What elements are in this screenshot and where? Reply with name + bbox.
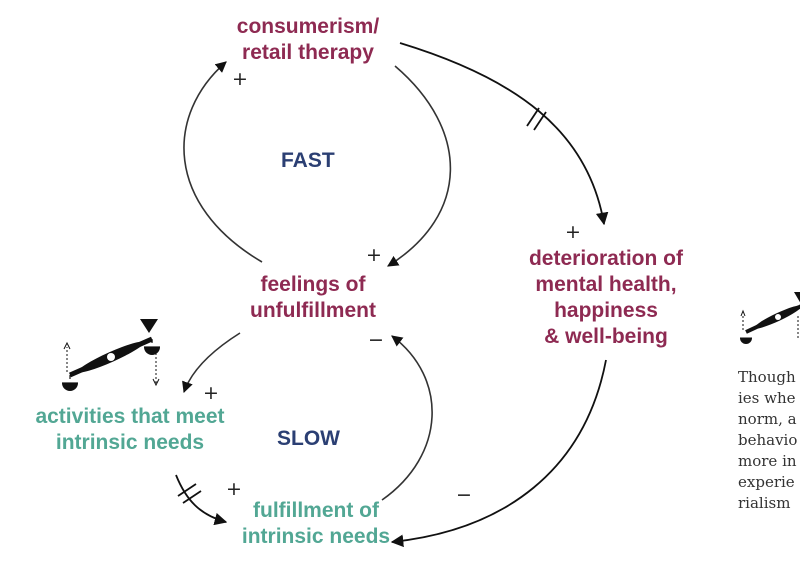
sign-unfulfillment-to-activities: + bbox=[203, 382, 219, 404]
node-line: intrinsic needs bbox=[241, 525, 391, 548]
node-line: fulfillment of bbox=[253, 499, 379, 522]
node-consumerism: consumerism/ retail therapy bbox=[212, 14, 404, 66]
delay-mark bbox=[177, 483, 202, 504]
node-line: & well-being bbox=[544, 325, 668, 348]
link-unfulfillment-to-consumerism bbox=[183, 61, 263, 263]
link-consumerism-to-deterioration bbox=[399, 42, 609, 226]
delay-mark bbox=[526, 107, 547, 131]
node-line: unfulfillment bbox=[250, 299, 376, 322]
node-unfulfillment: feelings of unfulfillment bbox=[228, 272, 398, 324]
link-activities-to-fulfillment bbox=[175, 474, 228, 526]
caption-line: behavio bbox=[738, 431, 798, 449]
side-caption: Though ies whe norm, a behavio more in e… bbox=[738, 367, 800, 514]
balance-scale-icon bbox=[62, 319, 160, 391]
link-unfulfillment-to-activities bbox=[182, 332, 241, 394]
caption-line: experie bbox=[738, 473, 795, 491]
balance-scale-icon bbox=[740, 292, 800, 344]
caption-line: norm, a bbox=[738, 410, 797, 428]
node-line: intrinsic needs bbox=[55, 431, 205, 454]
caption-line: more in bbox=[738, 452, 797, 470]
link-consumerism-to-unfulfillment bbox=[387, 65, 452, 267]
sign-deterioration-to-fulfillment: − bbox=[456, 484, 472, 506]
link-deterioration-to-fulfillment bbox=[390, 359, 607, 548]
node-fulfillment: fulfillment of intrinsic needs bbox=[216, 498, 416, 550]
loop-label-fast: FAST bbox=[281, 149, 335, 172]
node-line: feelings of bbox=[260, 273, 366, 296]
node-line: activities that meet bbox=[35, 405, 225, 428]
link-fulfillment-to-unfulfillment bbox=[381, 335, 433, 501]
node-line: happiness bbox=[554, 299, 658, 322]
caption-line: Though bbox=[738, 368, 796, 386]
node-deterioration: deterioration of mental health, happines… bbox=[494, 246, 718, 350]
sign-consumerism-to-unfulfillment: + bbox=[366, 244, 382, 266]
node-activities: activities that meet intrinsic needs bbox=[10, 404, 250, 456]
sign-activities-to-fulfillment: + bbox=[226, 478, 242, 500]
sign-unfulfillment-to-consumerism: + bbox=[232, 68, 248, 90]
sign-consumerism-to-deterioration: + bbox=[565, 221, 581, 243]
node-line: deterioration of bbox=[528, 247, 683, 270]
sign-fulfillment-to-unfulfillment: − bbox=[368, 329, 384, 351]
loop-label-slow: SLOW bbox=[277, 427, 340, 450]
caption-line: rialism bbox=[738, 494, 791, 512]
node-line: mental health, bbox=[535, 273, 677, 296]
node-line: retail therapy bbox=[242, 41, 374, 64]
node-line: consumerism/ bbox=[236, 15, 380, 38]
caption-line: ies whe bbox=[738, 389, 796, 407]
